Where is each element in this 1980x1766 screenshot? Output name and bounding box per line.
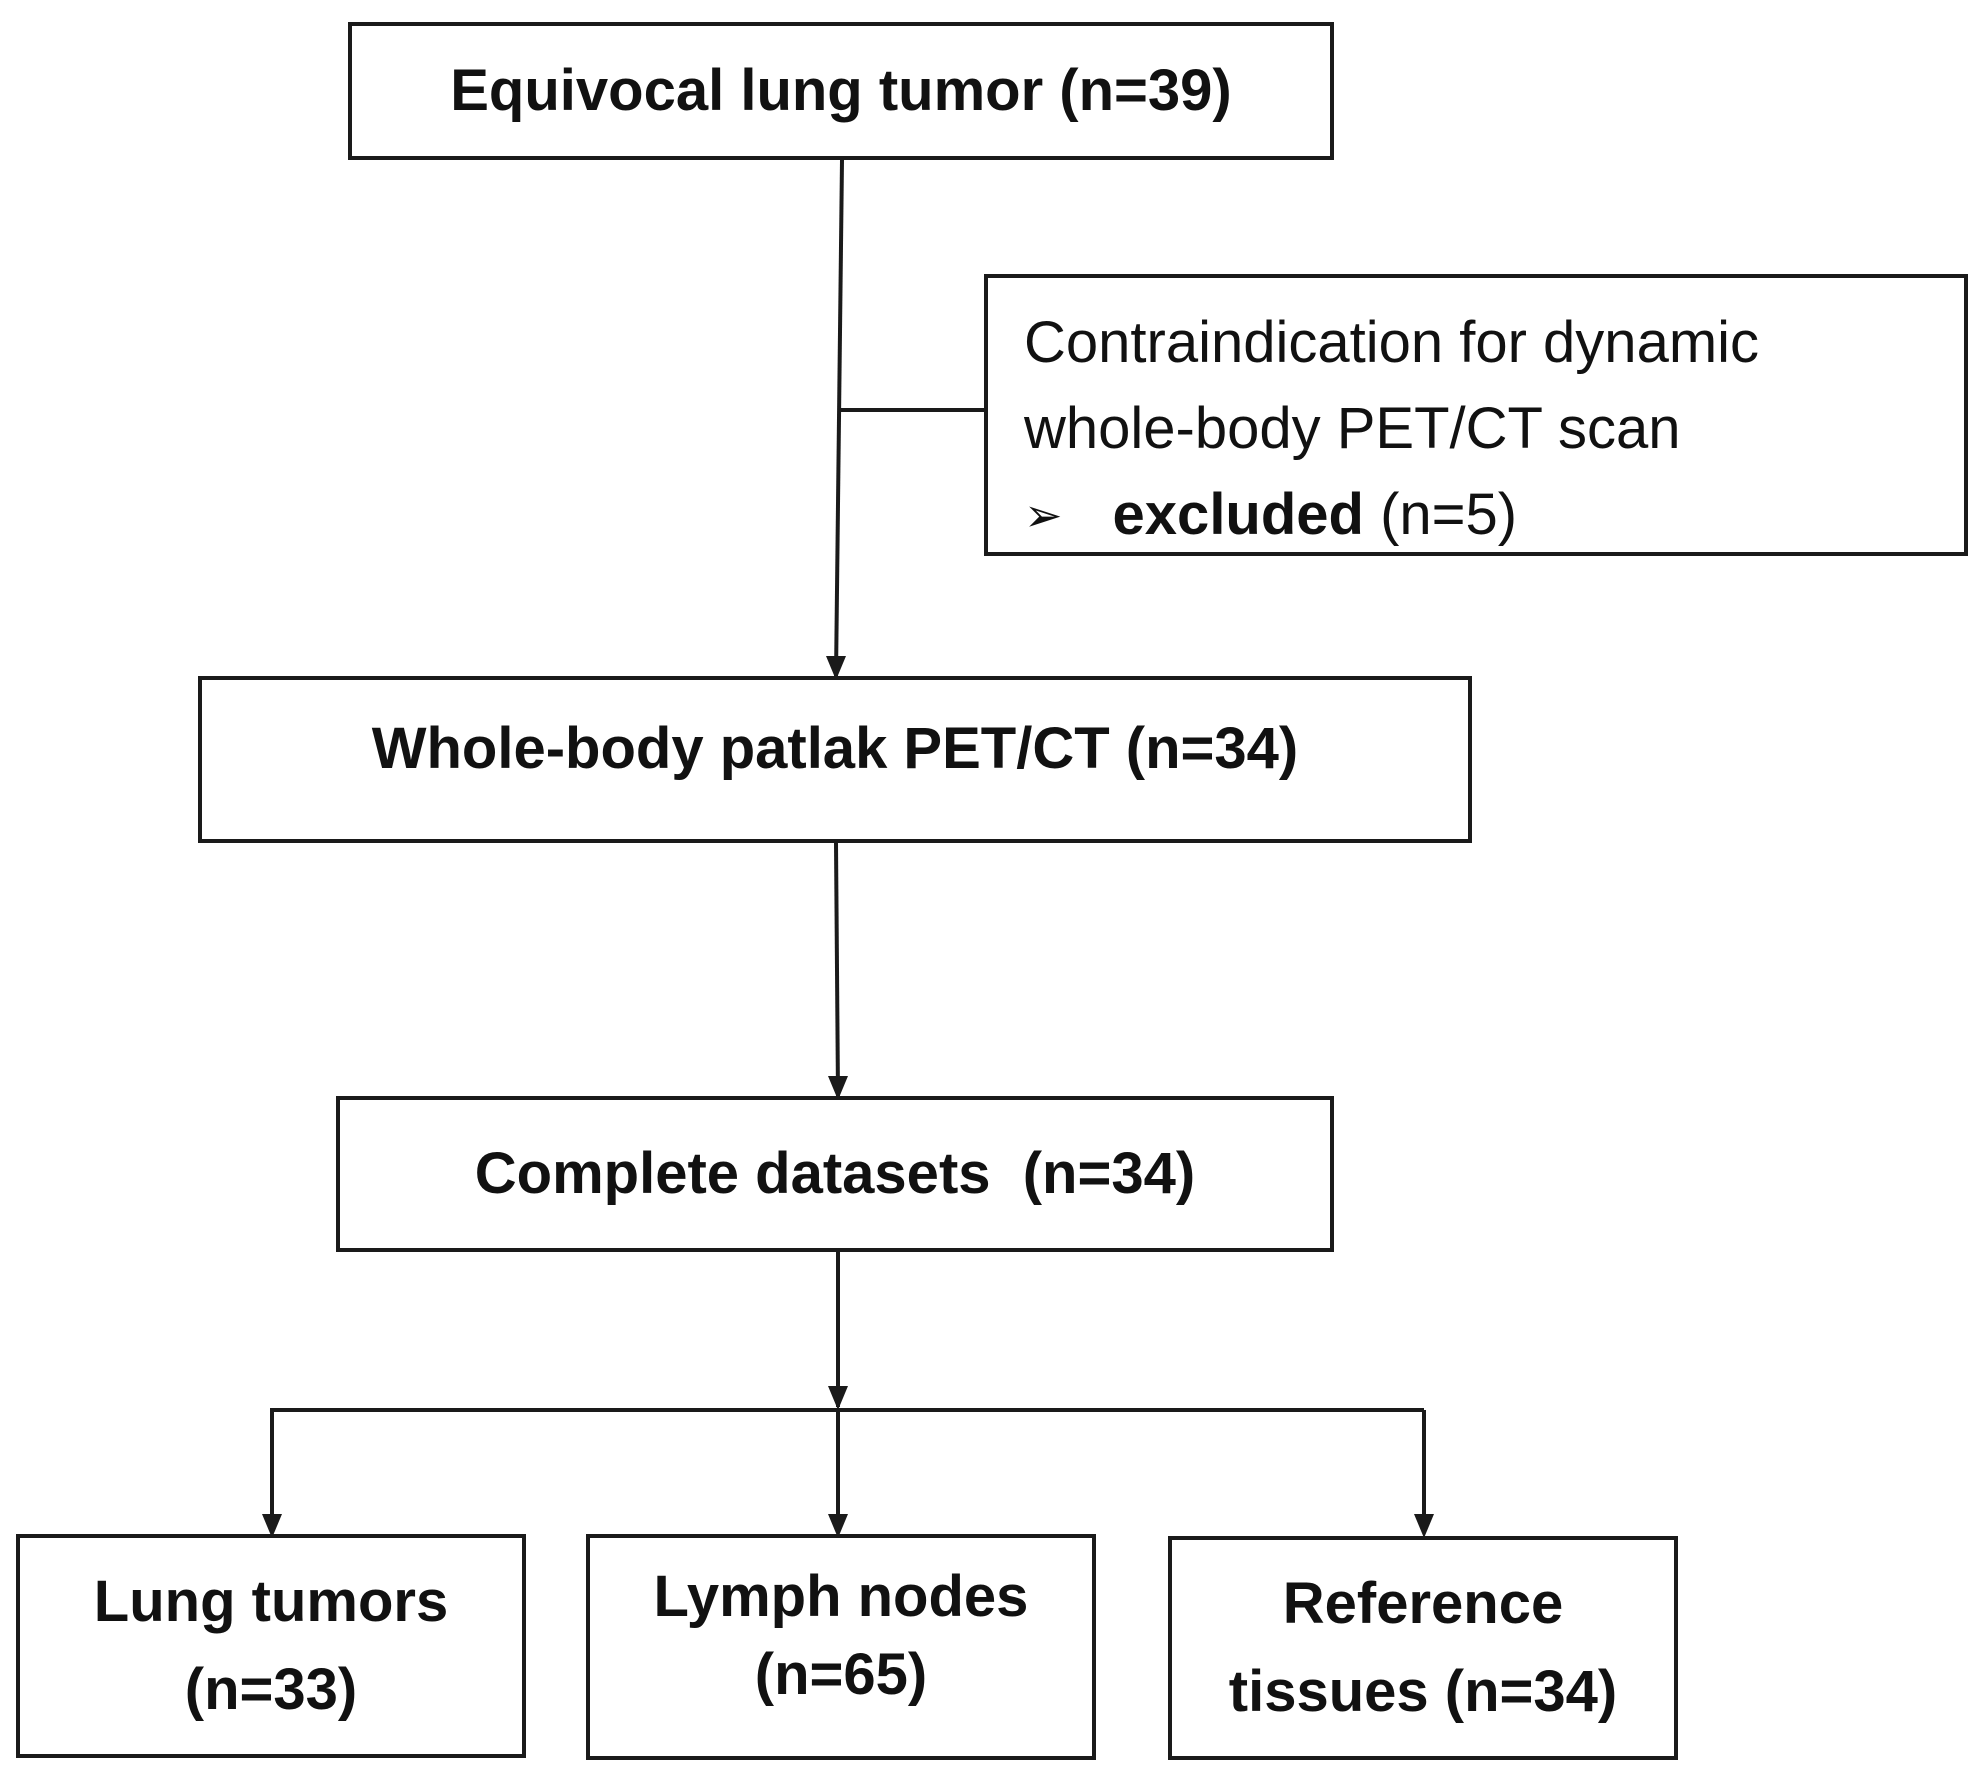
arrowhead-lung-tumors — [262, 1514, 282, 1538]
box-whole-body-patlak-label: Whole-body patlak PET/CT (n=34) — [371, 716, 1299, 781]
bullet-arrow-icon: ➢ — [1024, 489, 1063, 541]
box-equivocal-lung-tumor: Equivocal lung tumor (n=39) — [348, 22, 1334, 160]
arrowhead-reference — [1414, 1514, 1434, 1538]
exclusion-line-1: Contraindication for dynamic — [1024, 310, 1760, 375]
arrowhead-patlak — [826, 656, 846, 680]
box-lung-tumors-text: Lung tumors (n=33) — [94, 1558, 448, 1734]
reference-tissues-line-2: tissues (n=34) — [1228, 1659, 1618, 1724]
box-whole-body-patlak: Whole-body patlak PET/CT (n=34) — [198, 676, 1472, 843]
box-exclusion: Contraindication for dynamic whole-body … — [984, 274, 1968, 556]
box-lymph-nodes: Lymph nodes (n=65) — [586, 1534, 1096, 1760]
arrow-start-to-patlak — [834, 159, 844, 677]
arrowhead-split — [828, 1386, 848, 1410]
lymph-nodes-line-1: Lymph nodes — [653, 1564, 1029, 1629]
exclusion-bullet: ➢ excluded (n=5) — [1024, 472, 1759, 558]
box-complete-datasets-label: Complete datasets (n=34) — [474, 1141, 1196, 1207]
box-equivocal-lung-tumor-label: Equivocal lung tumor (n=39) — [450, 58, 1232, 124]
box-lymph-nodes-text: Lymph nodes (n=65) — [654, 1558, 1029, 1714]
lung-tumors-line-1: Lung tumors — [93, 1569, 449, 1634]
exclusion-bullet-count: (n=5) — [1363, 482, 1518, 547]
box-lung-tumors: Lung tumors (n=33) — [16, 1534, 526, 1758]
reference-tissues-line-1: Reference — [1282, 1571, 1564, 1636]
exclusion-line-2: whole-body PET/CT scan — [1024, 396, 1681, 461]
exclusion-bullet-bold: excluded — [1112, 482, 1364, 547]
exclusion-text: Contraindication for dynamic whole-body … — [988, 278, 1759, 558]
box-reference-tissues: Reference tissues (n=34) — [1168, 1536, 1678, 1760]
box-reference-tissues-text: Reference tissues (n=34) — [1229, 1560, 1617, 1736]
arrowhead-lymph-nodes — [828, 1514, 848, 1538]
arrowhead-complete — [828, 1076, 848, 1100]
box-complete-datasets: Complete datasets (n=34) — [336, 1096, 1334, 1252]
arrow-patlak-to-complete — [834, 842, 840, 1097]
lymph-nodes-line-2: (n=65) — [754, 1642, 928, 1707]
lung-tumors-line-2: (n=33) — [184, 1657, 358, 1722]
